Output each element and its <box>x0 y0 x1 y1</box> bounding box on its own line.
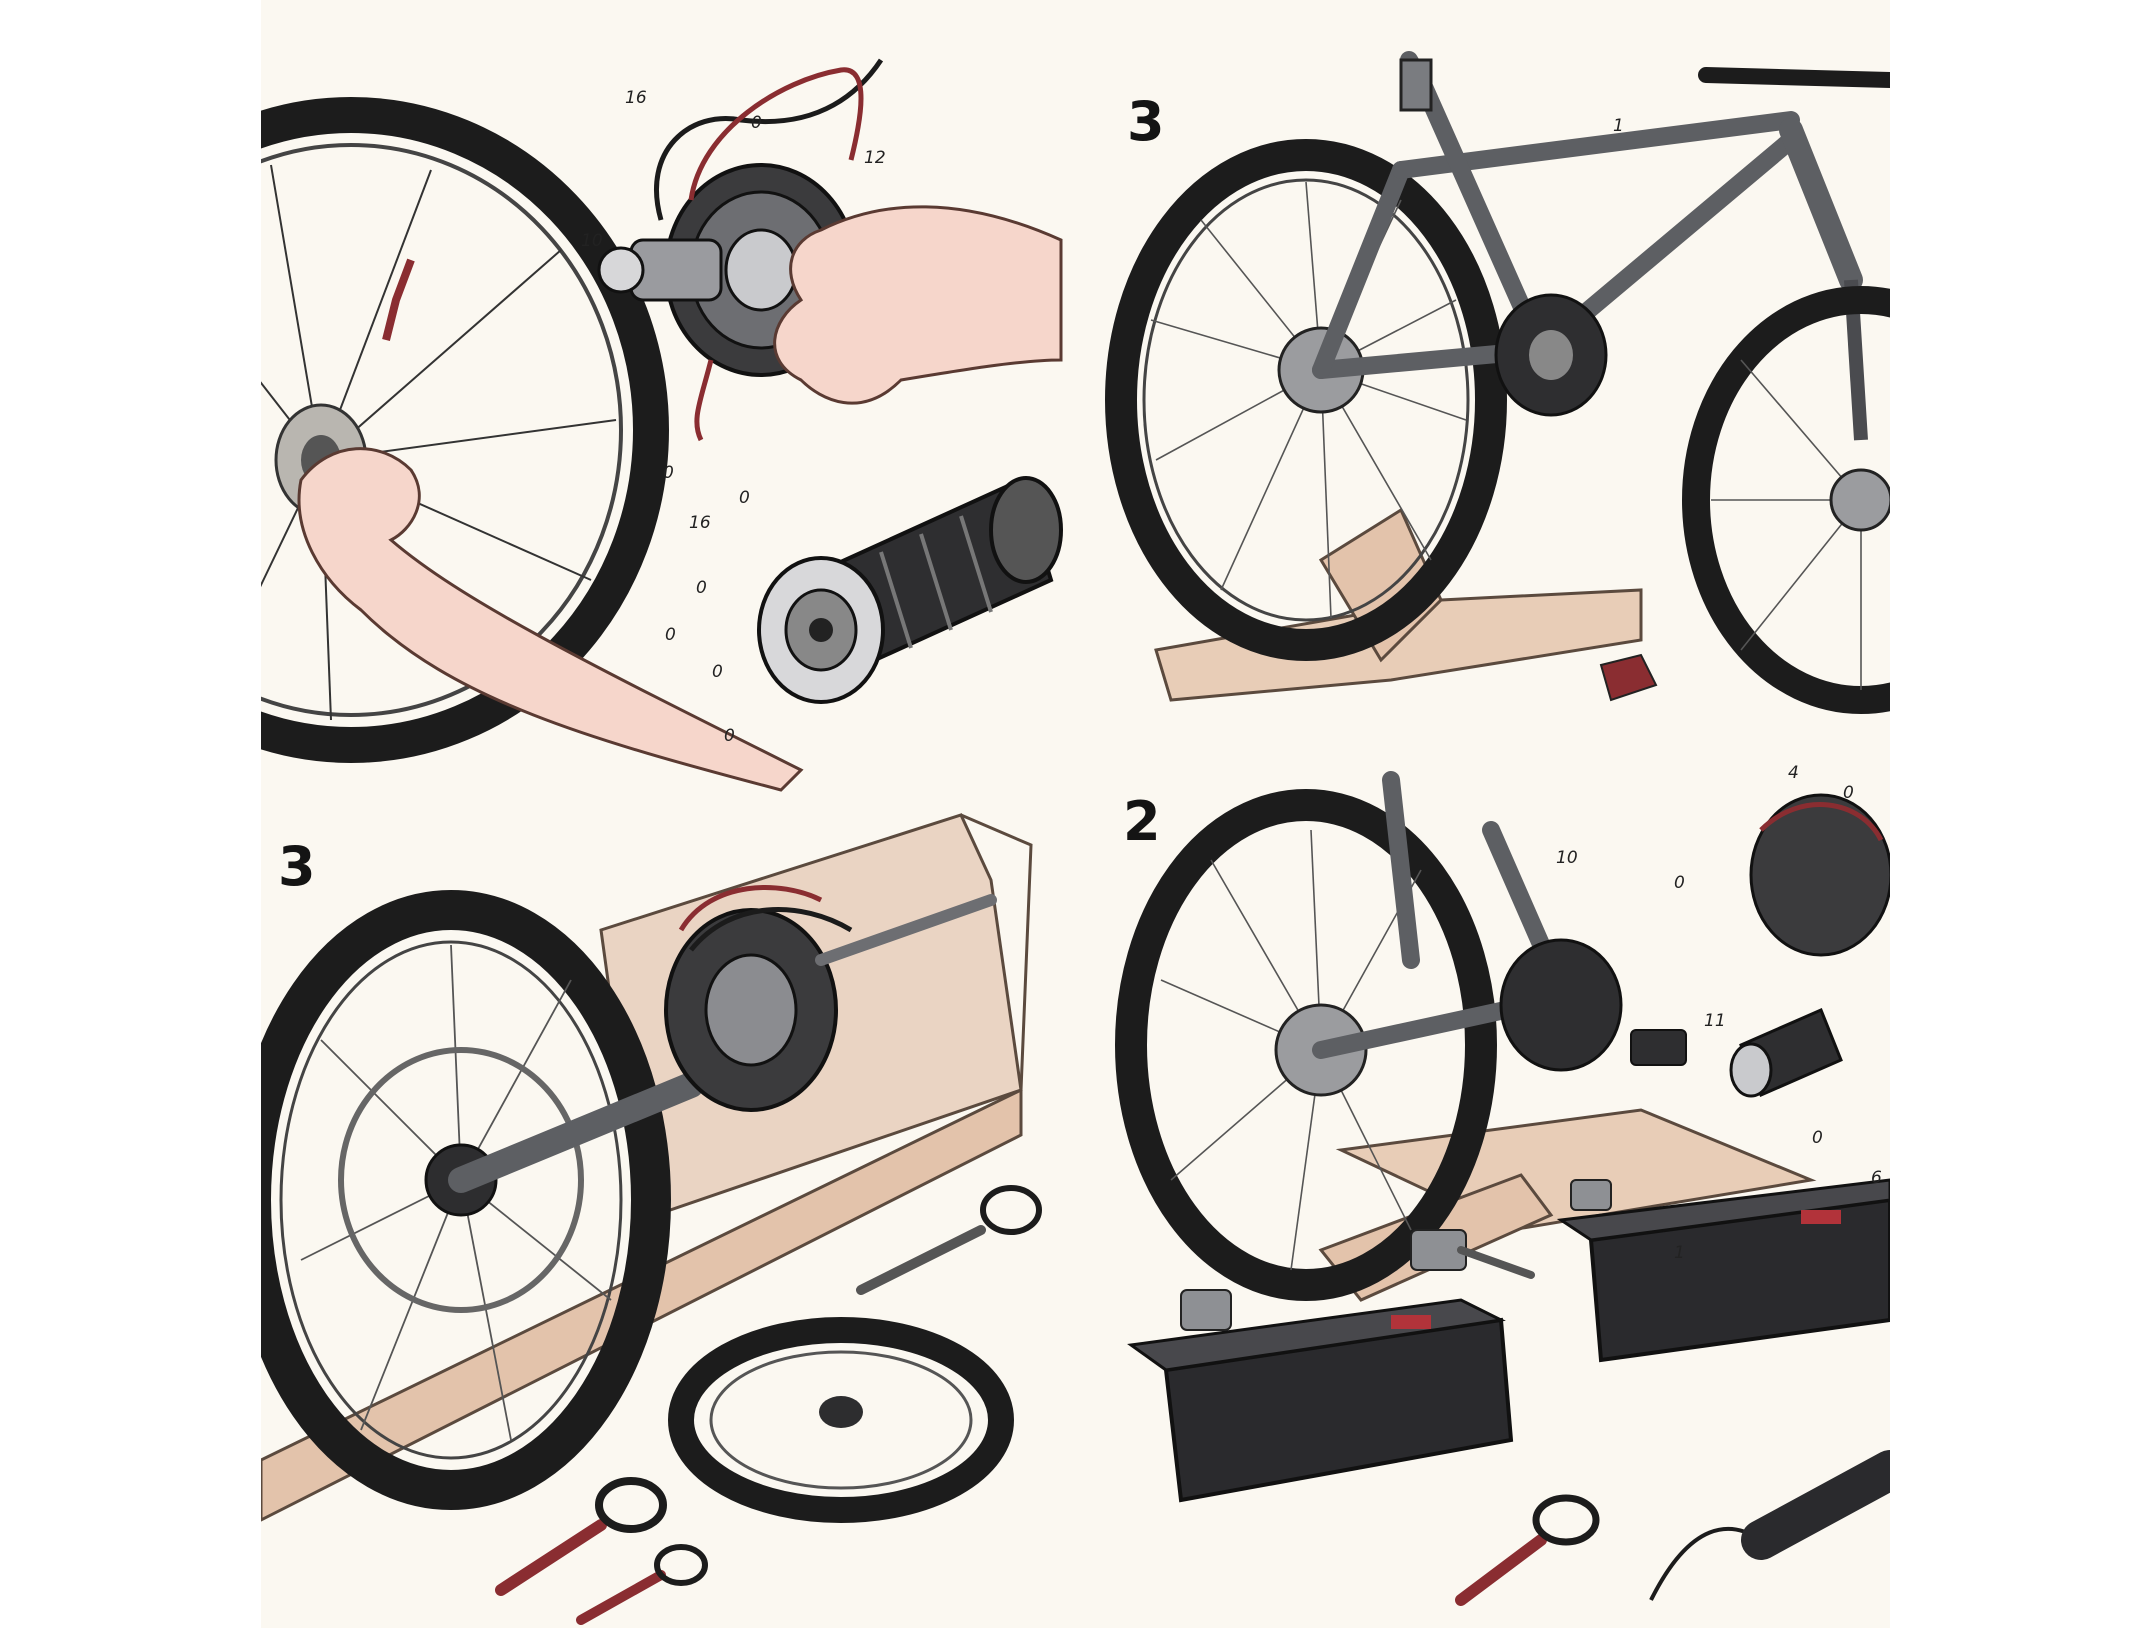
callout-label: 10 <box>581 231 603 251</box>
rear-wheel-br <box>1115 789 1497 1301</box>
callout-label: 16 <box>689 513 711 533</box>
step-number-bottom-left: 3 <box>278 835 316 898</box>
hand-upper <box>773 205 1063 405</box>
callout-label: 0 <box>1674 873 1685 893</box>
illustration-canvas <box>261 51 1890 1625</box>
callout-label: 0 <box>712 662 723 682</box>
instruction-sheet: 3 3 2 16 0 12 10 0 16 0 0 0 0 0 1 10 4 0… <box>261 0 1890 1628</box>
panel-wheel-in-box <box>261 813 1042 1625</box>
callout-label: 10 <box>1556 848 1578 868</box>
panel-parts-batteries <box>1115 771 1890 1606</box>
callout-label: 1 <box>1674 1243 1685 1263</box>
hand-lower <box>297 447 804 792</box>
exploded-motor-br <box>1729 793 1890 1098</box>
battery-right <box>1556 1178 1890 1363</box>
callout-label: 0 <box>739 488 750 508</box>
battery-left <box>1127 1298 1514 1503</box>
callout-label: 0 <box>696 578 707 598</box>
step-number-bottom-right: 2 <box>1123 790 1161 853</box>
callout-label: 0 <box>1843 783 1854 803</box>
callout-label: 1 <box>1613 116 1624 136</box>
callout-label: 11 <box>1704 1011 1726 1031</box>
panel-hub-removal <box>261 58 1063 792</box>
panel-bike-on-stand <box>1105 51 1890 714</box>
callout-label: 6 <box>1871 1168 1882 1188</box>
small-parts-br <box>1180 1179 1890 1606</box>
small-wheel-bl <box>668 1317 1014 1523</box>
motor-assembly-bl <box>664 885 997 1112</box>
callout-label: 0 <box>751 113 762 133</box>
rear-wheel-tr <box>1105 139 1507 661</box>
front-wheel-tr <box>1682 286 1890 714</box>
callout-label: 0 <box>1812 1128 1823 1148</box>
callout-label: 0 <box>663 463 674 483</box>
step-number-top-right: 3 <box>1127 90 1165 153</box>
tools-bl <box>495 1185 1042 1625</box>
callout-label: 12 <box>864 148 886 168</box>
callout-label: 0 <box>665 625 676 645</box>
callout-label: 16 <box>625 88 647 108</box>
callout-label: 0 <box>724 726 735 746</box>
cylinder-motor <box>757 476 1063 704</box>
callout-label: 4 <box>1788 763 1799 783</box>
